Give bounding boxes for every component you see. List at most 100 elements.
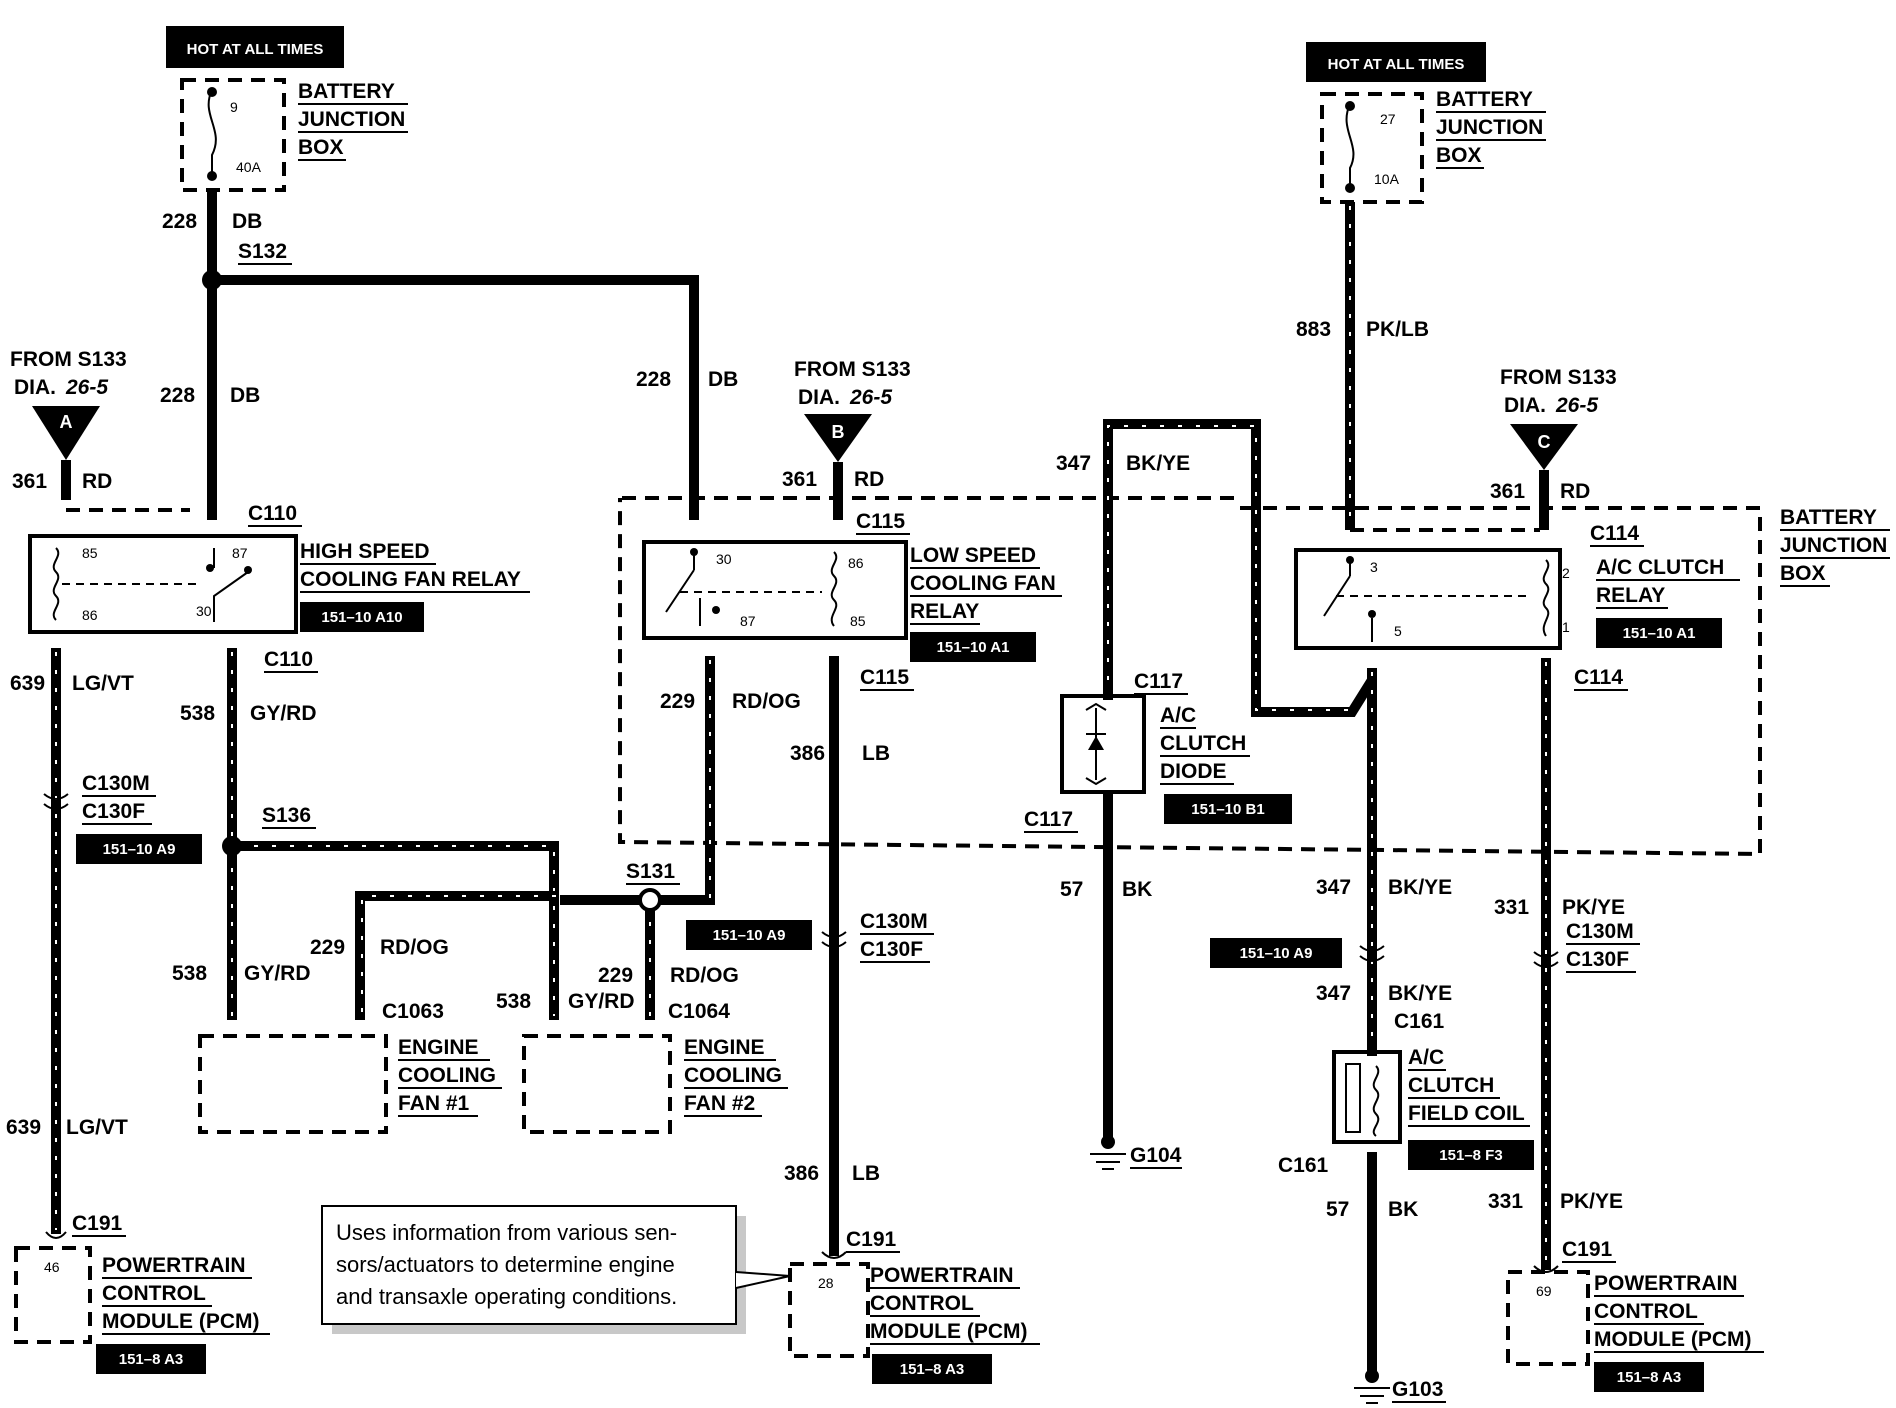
svg-text:G104: G104 (1130, 1144, 1182, 1167)
svg-text:40A: 40A (236, 159, 262, 175)
svg-text:C161: C161 (1278, 1154, 1329, 1177)
svg-text:C110: C110 (248, 502, 297, 525)
splice-s131 (638, 888, 662, 912)
svg-text:151–10 A1: 151–10 A1 (937, 639, 1010, 656)
wire-361-num-1: 361 (12, 470, 47, 493)
svg-text:BOX: BOX (298, 136, 344, 159)
svg-text:C115: C115 (856, 510, 905, 533)
low-speed-relay-label: LOW SPEED COOLING FAN RELAY 151–10 A1 (910, 544, 1062, 662)
pcm-mid: 28 C191 POWERTRAIN CONTROL MODULE (PCM) … (788, 1228, 1040, 1384)
svg-text:CONTROL: CONTROL (1594, 1300, 1698, 1323)
engine-cooling-fan-2: ENGINE COOLING FAN #2 (522, 1034, 788, 1134)
c130-right-347: 151–10 A9 (1210, 938, 1385, 968)
svg-text:69: 69 (1536, 1283, 1552, 1299)
fuse-box-right-label: BATTERY JUNCTION BOX (1436, 88, 1546, 169)
wire-57-num-1: 57 (1060, 878, 1083, 901)
c130-mid: C130M C130F 151–10 A9 (686, 910, 934, 963)
wire-538-color-1: GY/RD (250, 702, 317, 725)
svg-text:RELAY: RELAY (910, 600, 979, 623)
from-s133-b: FROM S133 DIA. 26-5 B (794, 358, 911, 462)
svg-text:BATTERY: BATTERY (1780, 506, 1877, 529)
from-s133-a: FROM S133 DIA. 26-5 A (10, 348, 127, 460)
svg-text:HOT AT ALL TIMES: HOT AT ALL TIMES (187, 41, 324, 58)
svg-text:151–10 A9: 151–10 A9 (713, 927, 786, 944)
svg-text:HOT AT ALL TIMES: HOT AT ALL TIMES (1328, 56, 1465, 73)
svg-text:C191: C191 (1562, 1238, 1613, 1261)
svg-text:C1063: C1063 (382, 1000, 444, 1023)
wire-229-color-1: RD/OG (732, 690, 801, 713)
svg-text:A/C: A/C (1408, 1046, 1444, 1069)
svg-text:C130F: C130F (1566, 948, 1629, 971)
wire-347-color-2: BK/YE (1388, 876, 1452, 899)
splice-s132 (202, 270, 222, 290)
svg-text:COOLING: COOLING (684, 1064, 782, 1087)
svg-text:DIA.: DIA. (1504, 394, 1546, 417)
svg-text:26-5: 26-5 (849, 386, 892, 409)
high-speed-relay: 85 87 86 30 (28, 534, 298, 634)
fuse-box-right: 27 10A (1320, 92, 1424, 204)
svg-text:C: C (1538, 432, 1551, 452)
svg-text:C161: C161 (1394, 1010, 1445, 1033)
wire-57-color-1: BK (1122, 878, 1152, 901)
wire-228-num-2: 228 (160, 384, 195, 407)
wire-361-num-2: 361 (782, 468, 817, 491)
svg-text:5: 5 (1394, 623, 1402, 639)
svg-text:DIODE: DIODE (1160, 760, 1227, 783)
wire-331-color-1: PK/YE (1562, 896, 1625, 919)
svg-text:C117: C117 (1024, 808, 1073, 831)
svg-text:MODULE (PCM): MODULE (PCM) (102, 1310, 259, 1333)
svg-text:C115: C115 (860, 666, 909, 689)
svg-text:151–8 A3: 151–8 A3 (1617, 1369, 1682, 1386)
svg-text:C130F: C130F (860, 938, 923, 961)
wire-361-color-3: RD (1560, 480, 1590, 503)
wire-228-num-1: 228 (162, 210, 197, 233)
wire-229-num-3: 229 (598, 964, 633, 987)
wire-386-color-1: LB (862, 742, 890, 765)
high-speed-relay-label: HIGH SPEED COOLING FAN RELAY 151–10 A10 (300, 540, 530, 632)
wire-538-num-3: 538 (496, 990, 531, 1013)
wire-229-color-2: RD/OG (380, 936, 449, 959)
wire-883-num: 883 (1296, 318, 1331, 341)
svg-text:DIA.: DIA. (14, 376, 56, 399)
wire-57-num-2: 57 (1326, 1198, 1349, 1221)
svg-text:A/C CLUTCH: A/C CLUTCH (1596, 556, 1724, 579)
svg-text:C117: C117 (1134, 670, 1183, 693)
splice-s136-label: S136 (262, 804, 311, 827)
svg-text:FROM S133: FROM S133 (794, 358, 911, 381)
wire-229-color-3: RD/OG (670, 964, 739, 987)
wire-228-color-1: DB (232, 210, 262, 233)
wire-386-num-2: 386 (784, 1162, 819, 1185)
svg-text:CONTROL: CONTROL (870, 1292, 974, 1315)
wire-361-num-3: 361 (1490, 480, 1525, 503)
wire-639-color-1: LG/VT (72, 672, 134, 695)
wire-639-color-2: LG/VT (66, 1116, 128, 1139)
wire-639-num-2: 639 (6, 1116, 41, 1139)
svg-text:85: 85 (850, 613, 866, 629)
wire-347-num-1: 347 (1056, 452, 1091, 475)
ground-g103: G103 (1354, 1369, 1446, 1404)
wire-883-color: PK/LB (1366, 318, 1429, 341)
svg-text:G103: G103 (1392, 1378, 1443, 1401)
hot-label-right: HOT AT ALL TIMES (1306, 42, 1486, 82)
engine-cooling-fan-1: ENGINE COOLING FAN #1 (198, 1034, 502, 1134)
svg-text:CONTROL: CONTROL (102, 1282, 206, 1305)
svg-text:C130M: C130M (1566, 920, 1634, 943)
svg-text:87: 87 (232, 545, 248, 561)
svg-text:C114: C114 (1590, 522, 1639, 545)
svg-text:2: 2 (1562, 565, 1570, 581)
svg-text:C110: C110 (264, 648, 313, 671)
fuse-box-left-label: BATTERY JUNCTION BOX (298, 80, 408, 161)
c130-right-331: C130M C130F (1533, 920, 1640, 973)
pcm-left: 46 C191 POWERTRAIN CONTROL MODULE (PCM) … (14, 1212, 270, 1374)
svg-text:BOX: BOX (1436, 144, 1482, 167)
ac-clutch-field-coil-label: A/C CLUTCH FIELD COIL 151–8 F3 (1408, 1046, 1534, 1170)
c130-left: C130M C130F 151–10 A9 (43, 772, 202, 864)
wire-386-num-1: 386 (790, 742, 825, 765)
wire-229-num-1: 229 (660, 690, 695, 713)
low-speed-relay: 30 86 87 85 (642, 540, 908, 640)
svg-text:C130M: C130M (860, 910, 928, 933)
wire-386-color-2: LB (852, 1162, 880, 1185)
svg-text:MODULE (PCM): MODULE (PCM) (1594, 1328, 1751, 1351)
ac-clutch-diode-label: A/C CLUTCH DIODE 151–10 B1 (1160, 704, 1292, 824)
wire-639-num-1: 639 (10, 672, 45, 695)
